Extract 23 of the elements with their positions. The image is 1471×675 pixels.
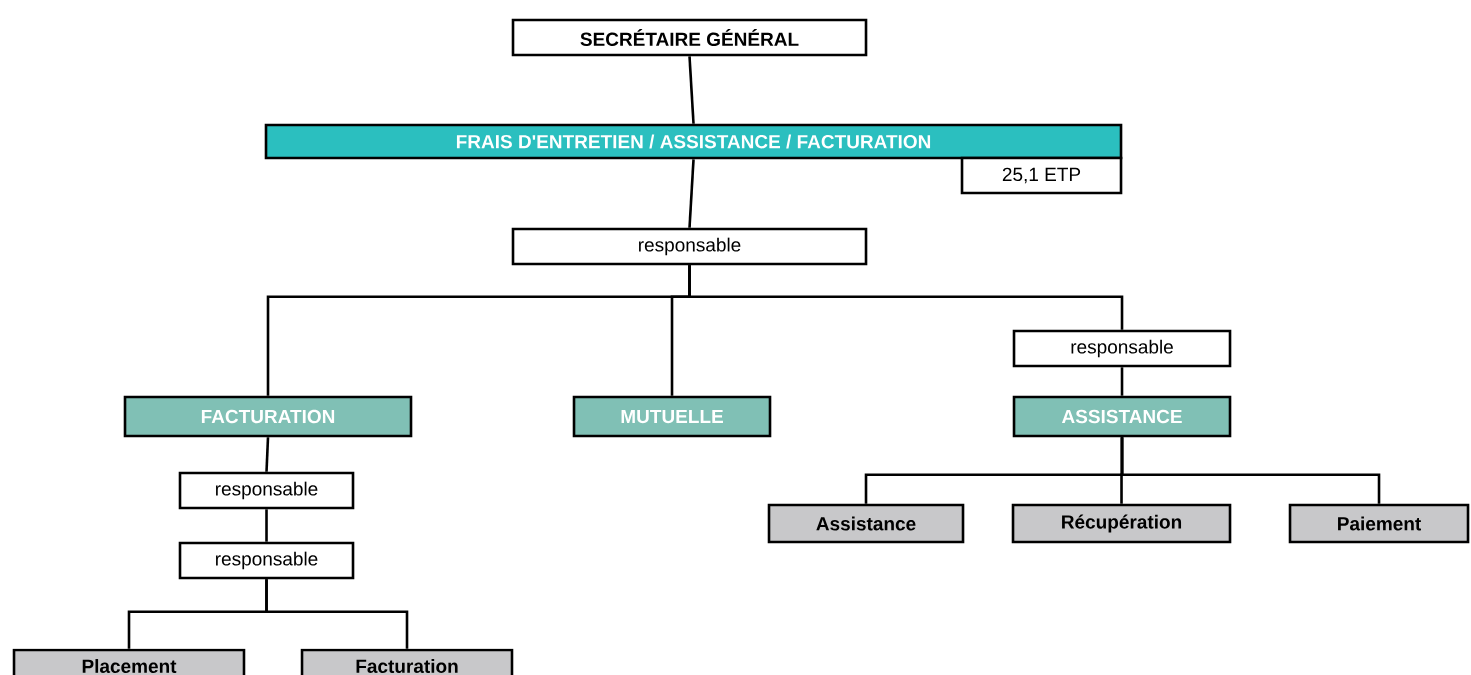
role-box: responsable <box>178 541 355 580</box>
connector-line <box>1120 367 1124 396</box>
role-box: responsable <box>511 227 868 266</box>
connector-line <box>688 56 695 124</box>
task-box: Facturation <box>300 648 514 675</box>
task-box: Placement <box>12 648 246 675</box>
connector-line <box>265 509 268 542</box>
department-box: FRAIS D'ENTRETIEN / ASSISTANCE / FACTURATION <box>264 123 1123 160</box>
unit-box: ASSISTANCE <box>1012 395 1232 438</box>
connector-line <box>1120 437 1381 504</box>
role-box: responsable <box>178 471 355 510</box>
role-box: responsable <box>1012 329 1232 368</box>
connector-line <box>688 159 695 228</box>
connector-line <box>688 265 1124 330</box>
task-box: Assistance <box>767 503 965 544</box>
unit-box: FACTURATION <box>123 395 413 438</box>
staff-count-box: 25,1 ETP <box>960 156 1123 195</box>
connector-line <box>265 437 270 472</box>
task-box: Paiement <box>1288 503 1470 544</box>
connector-line <box>265 579 409 649</box>
task-box: Récupération <box>1011 503 1232 544</box>
title-box: SECRÉTAIRE GÉNÉRAL <box>511 18 868 57</box>
unit-box: MUTUELLE <box>572 395 772 438</box>
